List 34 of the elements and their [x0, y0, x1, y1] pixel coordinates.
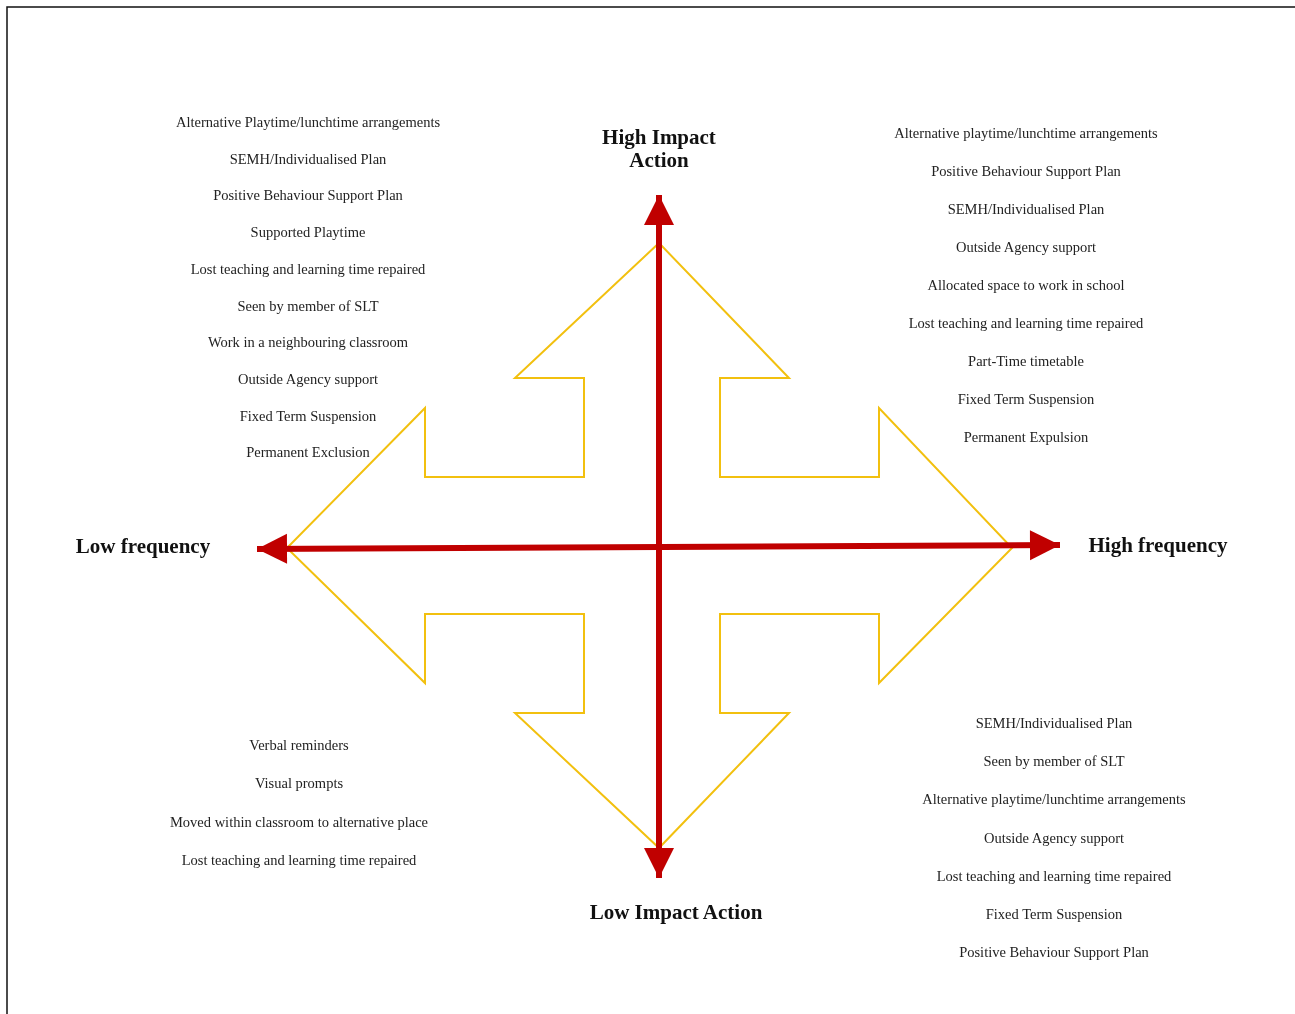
- measure-text: Allocated space to work in school: [927, 278, 1125, 294]
- measure-text: Seen by member of SLT: [237, 298, 379, 315]
- measure-text: Fixed Term Suspension: [985, 907, 1123, 923]
- measure-text: Work in a neighbouring classroom: [207, 335, 409, 352]
- axis-title: High Impact Action: [601, 125, 717, 173]
- measure-text: Alternative playtime/lunchtime arrangements: [894, 126, 1158, 142]
- measure-text: Part-Time timetable: [968, 354, 1084, 370]
- measure-text: Verbal reminders: [249, 738, 349, 754]
- measure-text: Fixed Term Suspension: [957, 392, 1095, 408]
- axis-title: High frequency: [1088, 534, 1228, 558]
- measure-text: Outside Agency support: [983, 830, 1125, 847]
- measure-text: Fixed Term Suspension: [239, 408, 377, 425]
- measure-text: Outside Agency support: [955, 240, 1097, 256]
- measure-text: Lost teaching and learning time repaired: [190, 261, 426, 278]
- measure-text: Visual prompts: [254, 776, 344, 793]
- measure-text: Lost teaching and learning time repaired: [181, 853, 417, 870]
- measure-text: Alternative playtime/lunchtime arrangements: [922, 792, 1186, 809]
- measure-text: Lost teaching and learning time repaired: [936, 868, 1172, 885]
- measure-text: Alternative Playtime/lunchtime arrangements: [175, 115, 441, 131]
- measure-text: Positive Behaviour Support Plan: [213, 188, 403, 205]
- measure-text: Permanent Expulsion: [963, 430, 1089, 446]
- measure-text: Positive Behaviour Support Plan: [931, 164, 1121, 180]
- measure-text: SEMH/Individualised Plan: [947, 202, 1105, 218]
- measure-text: SEMH/Individualised Plan: [229, 151, 387, 168]
- measure-text: Outside Agency support: [237, 371, 379, 388]
- measure-text: Permanent Exclusion: [246, 445, 370, 462]
- axis-title: Low frequency: [75, 535, 211, 559]
- measure-text: Positive Behaviour Support Plan: [959, 945, 1149, 962]
- measure-text: Supported Playtime: [250, 225, 366, 242]
- axis-title: Low Impact Action: [589, 901, 763, 925]
- measure-text: Moved within classroom to alternative place: [169, 814, 429, 831]
- measure-text: SEMH/Individualised Plan: [975, 716, 1133, 732]
- measure-text: Seen by member of SLT: [983, 754, 1125, 771]
- measure-text: Lost teaching and learning time repaired: [908, 316, 1144, 332]
